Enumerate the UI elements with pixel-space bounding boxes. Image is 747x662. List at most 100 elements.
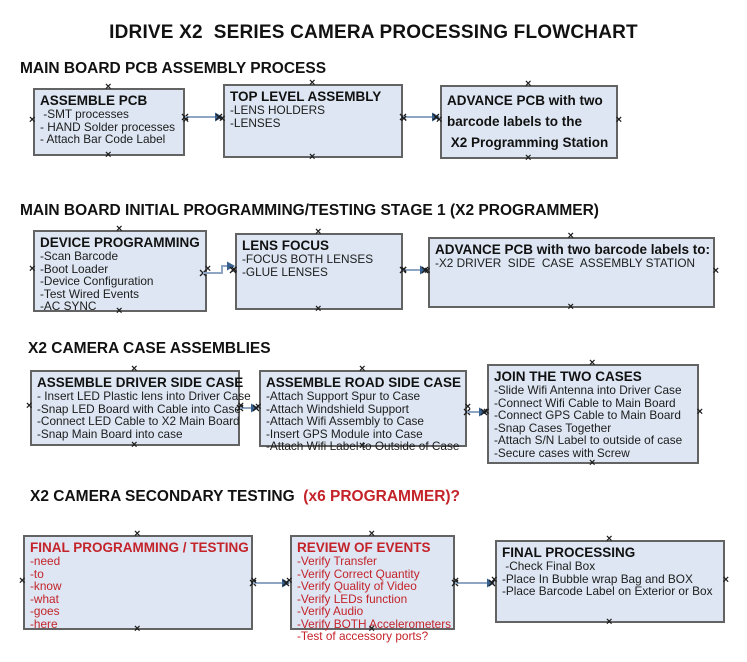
box-text-line: -Verify Transfer <box>297 554 377 568</box>
handle-icon <box>491 576 497 585</box>
handle-icon <box>606 535 612 544</box>
box-text-line: -X2 DRIVER SIDE CASE ASSEMBLY STATION <box>435 256 696 270</box>
handle-icon <box>616 116 622 125</box>
box-text-line: - HAND Solder processes <box>40 119 176 134</box>
handle-icon <box>238 402 244 411</box>
box-items: -need-to-know-what-goes-here <box>30 555 248 630</box>
box-items: -Check Final Box-Place In Bubble wrap Ba… <box>502 560 720 598</box>
handle-icon <box>205 265 211 274</box>
handle-icon <box>401 266 407 275</box>
handle-icon <box>105 83 111 92</box>
box-text-line: FINAL PROCESSING <box>502 545 636 560</box>
box-text-line: -GLUE LENSES <box>242 264 328 279</box>
box-text-line: -Attach Wifi Label to Outside of Case <box>266 439 460 453</box>
box-text-line: - Attach Bar Code Label <box>40 132 166 146</box>
handle-icon <box>116 225 122 234</box>
handle-icon <box>219 115 225 124</box>
handle-icon <box>315 305 321 314</box>
box-final-processing: FINAL PROCESSING -Check Final Box-Place … <box>495 540 725 623</box>
handle-icon <box>424 267 430 276</box>
box-assemble-driver-side-case: ASSEMBLE DRIVER SIDE CASE - Insert LED P… <box>30 370 251 446</box>
box-text-line: ASSEMBLE ROAD SIDE CASE <box>266 375 462 390</box>
handle-icon <box>568 232 574 241</box>
box-text-line: -Verify Audio <box>297 604 364 618</box>
handle-icon <box>359 365 365 374</box>
box-text-line: -Check Final Box <box>502 559 596 573</box>
box-text-line: -AC SYNC <box>40 299 97 313</box>
box-assemble-road-side-case: ASSEMBLE ROAD SIDE CASE -Attach Support … <box>259 370 467 452</box>
box-items: -Scan Barcode-Boot Loader-Device Configu… <box>40 250 202 313</box>
handle-icon <box>568 303 574 312</box>
handle-icon <box>309 79 315 88</box>
box-device-programming: DEVICE PROGRAMMING -Scan Barcode-Boot Lo… <box>33 230 207 312</box>
box-text-line: -Insert GPS Module into Case <box>266 426 423 441</box>
handle-icon <box>309 153 315 162</box>
box-title: REVIEW OF EVENTS <box>297 540 450 555</box>
box-items: -Attach Support Spur to Case-Attach Wind… <box>266 390 462 453</box>
box-text-line: ASSEMBLE DRIVER SIDE CASE <box>37 375 244 390</box>
box-text-line: REVIEW OF EVENTS <box>297 540 431 555</box>
box-text-line: ADVANCE PCB with two <box>447 93 603 108</box>
box-review-of-events: REVIEW OF EVENTS -Verify Transfer -Verify… <box>290 535 455 642</box>
handle-icon <box>116 307 122 316</box>
box-text-line: -Place Barcode Label on Exterior or Box <box>502 584 713 598</box>
section-heading-secondary-testing: X2 CAMERA SECONDARY TESTING (x6 PROGRAMM… <box>30 488 460 506</box>
box-text-line: -goes <box>30 604 60 618</box>
box-title: FINAL PROGRAMMING / TESTING <box>30 540 249 555</box>
handle-icon <box>525 80 531 89</box>
box-text-line: -Test Wired Events <box>40 286 139 301</box>
handle-icon <box>29 265 35 274</box>
handle-icon <box>589 459 595 468</box>
section-heading-pcb-assembly: MAIN BOARD PCB ASSEMBLY PROCESS <box>20 60 326 78</box>
box-lens-focus: LENS FOCUS -FOCUS BOTH LENSES-GLUE LENSE… <box>235 233 403 310</box>
box-text-line: -Snap Cases Together <box>494 420 612 435</box>
box-text-line: -Test of accessory ports? <box>297 629 429 643</box>
box-title: FINAL PROCESSING <box>502 545 720 560</box>
box-title: ASSEMBLE PCB <box>40 93 180 108</box>
box-text-line: ADVANCE PCB with two barcode labels to: <box>435 242 711 257</box>
box-join-the-two-cases: JOIN THE TWO CASES -Slide Wifi Antenna i… <box>487 364 699 464</box>
box-text-line: DEVICE PROGRAMMING <box>40 235 200 250</box>
handle-icon <box>697 408 703 417</box>
box-text-line: -here <box>30 616 58 631</box>
handle-icon <box>134 530 140 539</box>
handle-icon <box>359 442 365 451</box>
box-items: -FOCUS BOTH LENSES-GLUE LENSES <box>242 253 398 278</box>
handle-icon <box>369 625 375 634</box>
box-text-line: -Connect Wifi Cable to Main Board <box>494 395 676 410</box>
box-advance-pcb-driver-side-station: ADVANCE PCB with two barcode labels to: … <box>428 237 715 308</box>
box-text-line: -SMT processes <box>40 107 129 121</box>
box-items: -LENS HOLDERS-LENSES <box>230 104 398 129</box>
section-heading-initial-programming: MAIN BOARD INITIAL PROGRAMMING/TESTING S… <box>20 202 599 220</box>
box-items: -X2 DRIVER SIDE CASE ASSEMBLY STATION <box>435 257 710 270</box>
handle-icon <box>465 403 471 412</box>
handle-icon <box>525 154 531 163</box>
box-text-line: TOP LEVEL ASSEMBLY <box>230 89 382 104</box>
box-text-line: LENS FOCUS <box>242 238 330 253</box>
box-text-line: -LENSES <box>230 115 281 130</box>
handle-icon <box>29 116 35 125</box>
box-title: ASSEMBLE DRIVER SIDE CASE <box>37 375 244 390</box>
box-text-line: ASSEMBLE PCB <box>40 93 148 108</box>
page-title: IDRIVE X2 SERIES CAMERA PROCESSING FLOWC… <box>109 22 638 43</box>
handle-icon <box>105 151 111 160</box>
box-text-line: -FOCUS BOTH LENSES <box>242 252 374 266</box>
box-text-line: -Device Configuration <box>40 274 154 288</box>
box-top-level-assembly: TOP LEVEL ASSEMBLY -LENS HOLDERS-LENSES <box>223 84 403 158</box>
box-text-line: -Secure cases with Screw <box>494 445 630 460</box>
box-text-line: -Attach Wifi Assembly to Case <box>266 414 424 428</box>
handle-icon <box>436 116 442 125</box>
section-heading-case-assemblies: X2 CAMERA CASE ASSEMBLIES <box>28 340 271 358</box>
box-text-line: -LENS HOLDERS <box>230 103 326 117</box>
handle-icon <box>606 618 612 627</box>
handle-icon <box>26 402 32 411</box>
box-text-line: -Scan Barcode <box>40 249 119 263</box>
handle-icon <box>131 441 137 450</box>
handle-icon <box>19 577 25 586</box>
box-items: -Slide Wifi Antenna into Driver Case-Con… <box>494 384 694 459</box>
box-text-line: - Insert LED Plastic lens into Driver Ca… <box>37 389 251 403</box>
box-text-line: -Boot Loader <box>40 261 109 276</box>
handle-icon <box>183 116 189 125</box>
box-text-line: -Slide Wifi Antenna into Driver Case <box>494 383 682 397</box>
